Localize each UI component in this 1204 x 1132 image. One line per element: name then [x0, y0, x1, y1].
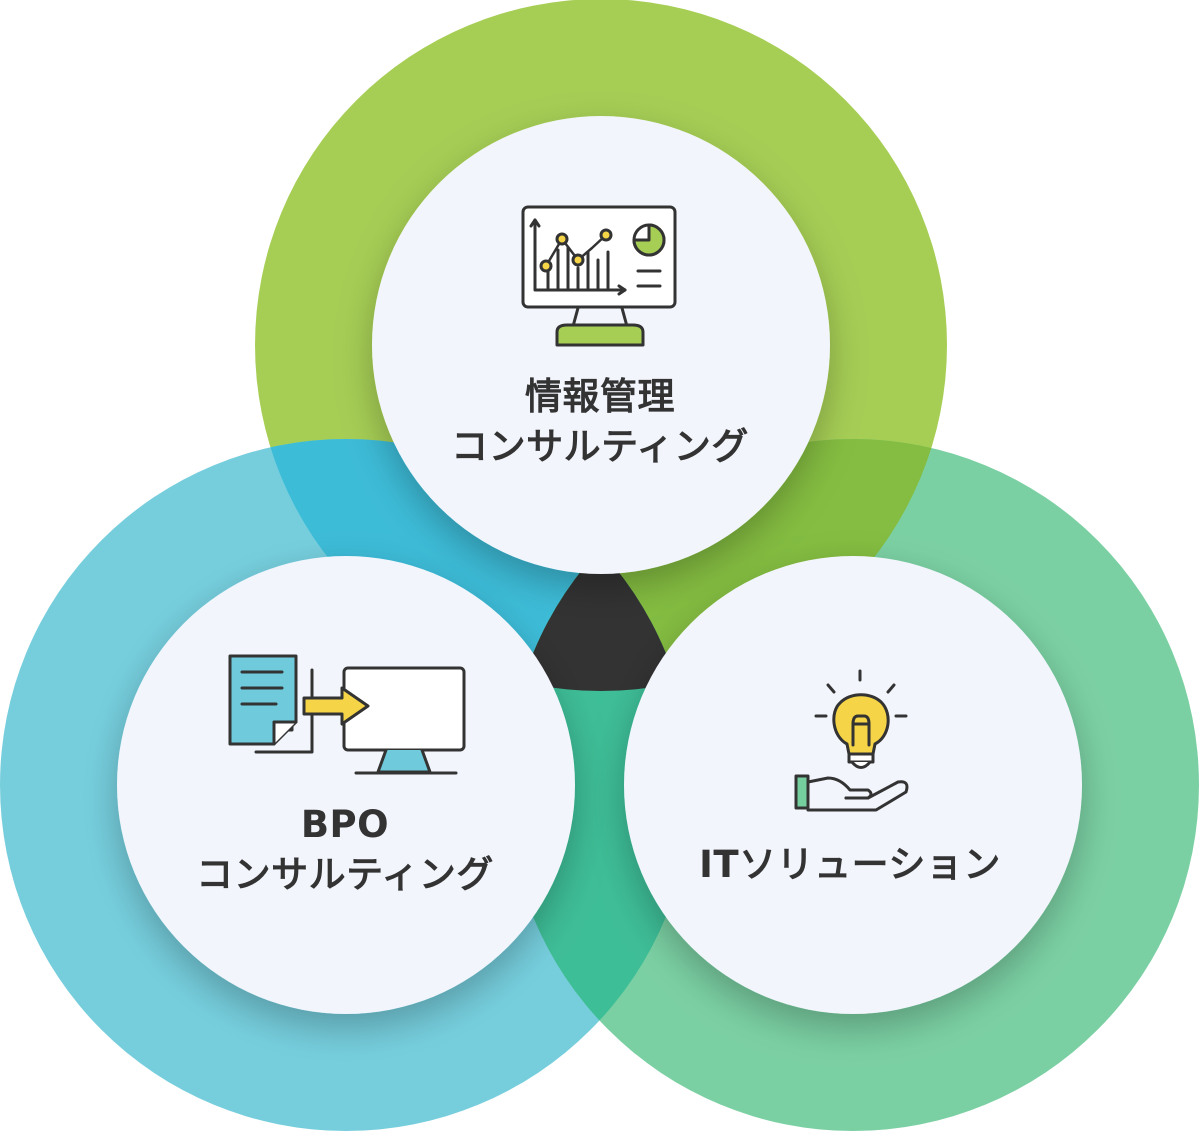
label-info-management: 情報管理 コンサルティング	[400, 372, 800, 472]
label-info-management-line2: コンサルティング	[451, 425, 749, 468]
label-it-solution: ITソリューション	[650, 840, 1050, 890]
lightbulb-hand-icon	[794, 669, 909, 812]
label-bpo-line2: コンサルティング	[196, 853, 494, 896]
overlap-green-mint	[507, 439, 947, 691]
monitor-chart-icon	[521, 205, 677, 347]
document-to-monitor-icon	[228, 654, 466, 775]
label-bpo-line1: BPO	[300, 803, 390, 846]
inner-circle-it-solution	[624, 556, 1082, 1014]
label-it-solution-line1: ITソリューション	[699, 843, 1001, 886]
label-bpo: BPO コンサルティング	[145, 800, 545, 900]
label-info-management-line1: 情報管理	[525, 375, 675, 418]
overlap-green-teal	[255, 439, 692, 691]
inner-circle-bpo	[117, 556, 575, 1014]
